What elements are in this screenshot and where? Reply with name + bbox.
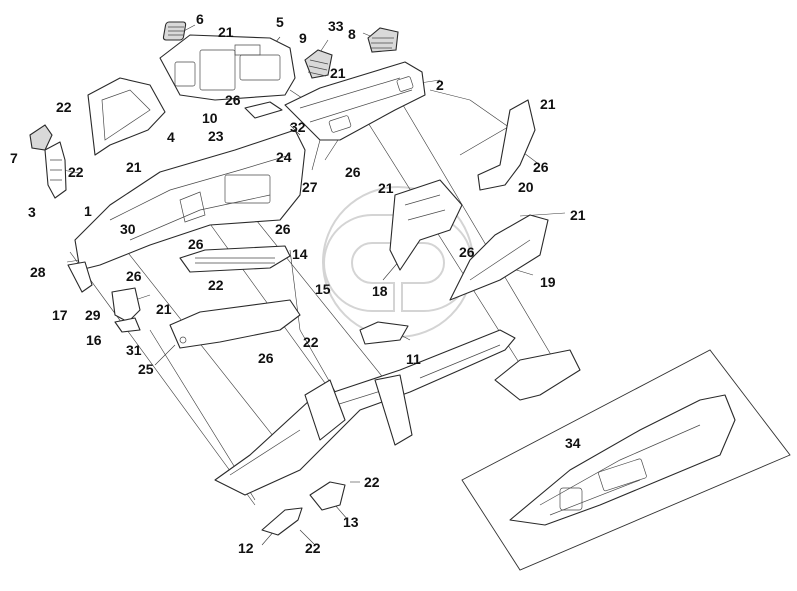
callout-label: 22 (208, 277, 224, 293)
callout-label: 1 (84, 203, 92, 219)
center-box-part-11 (359, 321, 409, 345)
callout-label: 21 (330, 65, 346, 81)
callout-label: 22 (364, 474, 380, 490)
callout-label: 15 (315, 281, 331, 297)
callout-label: 4 (167, 129, 175, 145)
right-duct-part-20 (477, 99, 536, 191)
callout-label: 14 (292, 246, 308, 262)
callout-label: 26 (345, 164, 361, 180)
callout-label: 21 (218, 24, 234, 40)
callout-label: 34 (565, 435, 581, 451)
callout-label: 32 (290, 119, 306, 135)
callout-label: 26 (126, 268, 142, 284)
callout-label: 21 (378, 180, 394, 196)
cross-car-beam (214, 329, 581, 496)
callout-label: 20 (518, 179, 534, 195)
cluster-bezel-part-5 (159, 34, 296, 101)
callout-label: 22 (305, 540, 321, 556)
callout-label: 5 (276, 14, 284, 30)
callout-label: 16 (86, 332, 102, 348)
left-trim-part-4 (87, 77, 166, 156)
callout-label: 28 (30, 264, 46, 280)
left-brackets-group (67, 261, 141, 333)
callout-label: 25 (138, 361, 154, 377)
callout-label: 26 (188, 236, 204, 252)
callout-label: 21 (156, 301, 172, 317)
callout-label: 29 (85, 307, 101, 323)
dashboard-carrier-part-1 (74, 129, 306, 271)
callout-labels: 6 21 5 33 8 9 21 2 22 26 21 10 32 4 23 7… (10, 11, 586, 556)
callout-label: 31 (126, 342, 142, 358)
leader-lines (61, 24, 566, 546)
callout-label: 19 (540, 274, 556, 290)
lower-panel-part-25 (169, 299, 301, 349)
callout-label: 13 (343, 514, 359, 530)
callout-label: 8 (348, 26, 356, 42)
callout-label: 26 (533, 159, 549, 175)
air-vent-part-8 (367, 27, 399, 53)
right-lower-trim-part-19 (449, 214, 549, 301)
callout-label: 30 (120, 221, 136, 237)
callout-label: 6 (196, 11, 204, 27)
callout-label: 12 (238, 540, 254, 556)
center-duct-part-18 (389, 179, 463, 271)
callout-label: 22 (56, 99, 72, 115)
callout-label: 21 (540, 96, 556, 112)
air-vent-part-6 (162, 21, 187, 41)
callout-label: 17 (52, 307, 68, 323)
callout-label: 22 (303, 334, 319, 350)
callout-label: 2 (436, 77, 444, 93)
cover-plate-part-10 (244, 101, 283, 119)
assembled-view-inset (461, 349, 791, 571)
upper-dash-pad-part-2 (284, 61, 426, 141)
callout-label: 21 (570, 207, 586, 223)
lower-brackets-part-12-13 (261, 481, 346, 536)
side-vent-part-3 (29, 124, 67, 199)
callout-label: 23 (208, 128, 224, 144)
callout-label: 22 (68, 164, 84, 180)
callout-label: 7 (10, 150, 18, 166)
callout-label: 26 (225, 92, 241, 108)
callout-label: 26 (275, 221, 291, 237)
air-vent-part-33 (304, 49, 333, 79)
center-vent-panel-part-14 (179, 245, 291, 273)
callout-label: 33 (328, 18, 344, 34)
callout-label: 18 (372, 283, 388, 299)
callout-label: 9 (299, 30, 307, 46)
callout-label: 26 (459, 244, 475, 260)
callout-label: 21 (126, 159, 142, 175)
callout-label: 10 (202, 110, 218, 126)
callout-label: 3 (28, 204, 36, 220)
callout-label: 27 (302, 179, 318, 195)
callout-label: 26 (258, 350, 274, 366)
callout-label: 11 (406, 351, 421, 367)
callout-label: 24 (276, 149, 292, 165)
